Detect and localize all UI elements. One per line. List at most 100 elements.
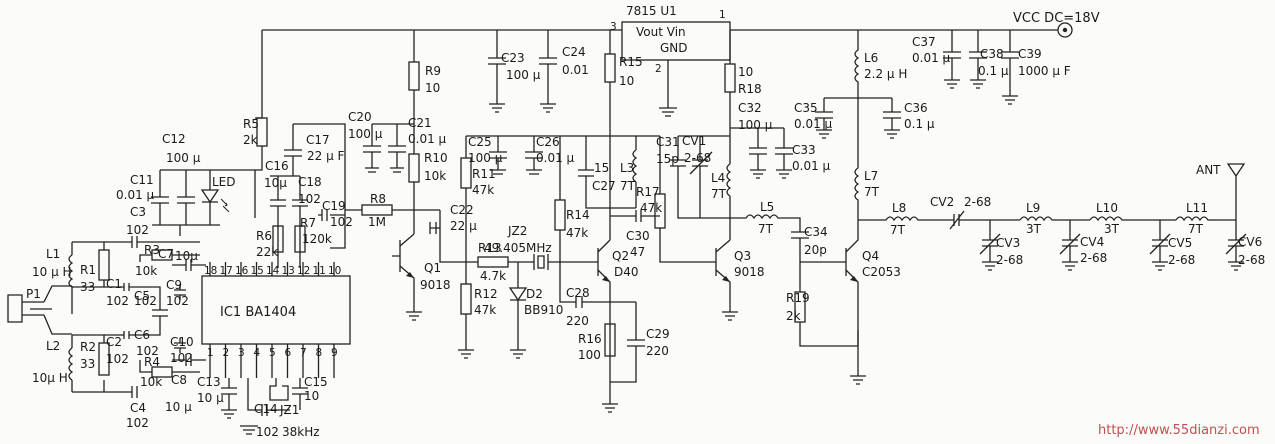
cv3-value: 2-68 [996, 253, 1023, 267]
r15-value: 10 [619, 74, 634, 88]
c4-label: C4 [130, 401, 146, 415]
r19-label: R19 [786, 291, 810, 305]
cv4-label: CV4 [1080, 235, 1104, 249]
l11-value: 7T [1188, 222, 1204, 236]
c2-label: C2 [106, 335, 122, 349]
l6-value: 2.2 μ H [864, 67, 907, 81]
capacitor-c22 [429, 222, 466, 263]
c15-label: C15 [304, 375, 328, 389]
ic-pin-number: 11 [313, 265, 326, 277]
crystal-jz2 [508, 254, 590, 359]
q2-label: Q2 [612, 249, 629, 263]
c26-label: C26 [536, 135, 560, 149]
l5-value: 7T [758, 222, 774, 236]
r2-label: R2 [80, 340, 96, 354]
c20-label: C20 [348, 110, 372, 124]
c6-value: 102 [136, 344, 159, 358]
r17-label: R17 [636, 185, 660, 199]
regulator-gnd-label: GND [660, 41, 688, 55]
tank-c31-cv1-l4 [670, 135, 732, 240]
capacitors-c16-c19-resistors-r6-r7 [270, 123, 346, 268]
c12-value: 100 μ [166, 151, 201, 165]
d2-label: D2 [526, 287, 543, 301]
r1-label: R1 [80, 263, 96, 277]
c12-label: C12 [162, 132, 186, 146]
jz1-value: 38kHz [282, 425, 320, 439]
l5-label: L5 [760, 200, 774, 214]
ic-pin-number: 7 [300, 347, 307, 359]
ic-pin-number: 17 [220, 265, 233, 277]
ic-pin-number: 4 [254, 347, 261, 359]
antenna-label: ANT [1196, 163, 1221, 177]
input-jack-p1 [7, 285, 72, 335]
r5-label: R5 [243, 117, 259, 131]
c25-label: C25 [468, 135, 492, 149]
l4-label: L4 [711, 171, 725, 185]
cv5-label: CV5 [1168, 236, 1192, 250]
cv3-label: CV3 [996, 236, 1020, 250]
c30-value: 47 [630, 245, 645, 259]
c35-label: C35 [794, 101, 818, 115]
r7-value: 120k [302, 232, 332, 246]
cv1-value: 2-68 [684, 151, 711, 165]
l3-value: 7T [620, 179, 636, 193]
ic-pin-number: 9 [331, 347, 338, 359]
transistor-q1 [392, 210, 441, 321]
c24-label: C24 [562, 45, 586, 59]
c4-value: 102 [126, 416, 149, 430]
vcc-label: VCC DC=18V [1013, 11, 1100, 26]
r12-label: R12 [474, 287, 498, 301]
c17-value: 22 μ F [307, 149, 345, 163]
c13-label: C13 [197, 375, 221, 389]
transistor-q4 [840, 220, 866, 385]
ic-pin-number: 5 [269, 347, 276, 359]
resistor-r15 [604, 30, 616, 136]
l11-label: L11 [1186, 201, 1208, 215]
resistor-r14 [554, 136, 566, 262]
led-label: LED [212, 175, 236, 189]
resistor-r1 [98, 249, 110, 281]
ic-pin-number: 16 [235, 265, 249, 277]
jz2-label: JZ2 [507, 224, 527, 238]
c18-value: 102 [298, 192, 321, 206]
cv2-value: 2-68 [964, 195, 991, 209]
c14-value: 102 [256, 425, 279, 439]
c30-label: C30 [626, 229, 650, 243]
r16-value: 100 [578, 348, 601, 362]
jz1-label: JZ1 [279, 403, 299, 417]
c3-value: 102 [126, 223, 149, 237]
transistor-q3 [706, 239, 738, 321]
r2-value: 33 [80, 357, 95, 371]
l3-label: L3 [620, 161, 634, 175]
c28-label: C28 [566, 286, 590, 300]
resistor-r9 [408, 30, 420, 124]
c23-value: 100 μ [506, 68, 541, 82]
q2-emitter-network [559, 262, 645, 413]
cv2-label: CV2 [930, 195, 954, 209]
c36-value: 0.1 μ [904, 117, 935, 131]
regulator-pin3: 3 [610, 21, 617, 33]
l10-value: 3T [1104, 222, 1120, 236]
d2-value: BB910 [524, 303, 563, 317]
ic1-label: IC1 BA1404 [220, 305, 296, 320]
c10-value: 102 [170, 351, 193, 365]
l7-value: 7T [864, 185, 880, 199]
c27-label: C27 [592, 179, 616, 193]
r11-value: 47k [472, 183, 494, 197]
r16-label: R16 [578, 332, 602, 346]
q4-label: Q4 [862, 249, 879, 263]
c34-value: 20p [804, 243, 827, 257]
p1-label: P1 [26, 287, 41, 301]
resistor-r8 [345, 204, 440, 216]
r13-label: R13 [478, 241, 502, 255]
supply-filter-c37-c39 [943, 30, 1019, 105]
c23-label: C23 [501, 51, 525, 65]
l9-label: L9 [1026, 201, 1040, 215]
c2-value: 102 [106, 352, 129, 366]
c28-value: 220 [566, 314, 589, 328]
c10-label: C10 [170, 335, 194, 349]
q3-output-l5-c34-r19 [730, 214, 859, 347]
q4-value: C2053 [862, 265, 901, 279]
